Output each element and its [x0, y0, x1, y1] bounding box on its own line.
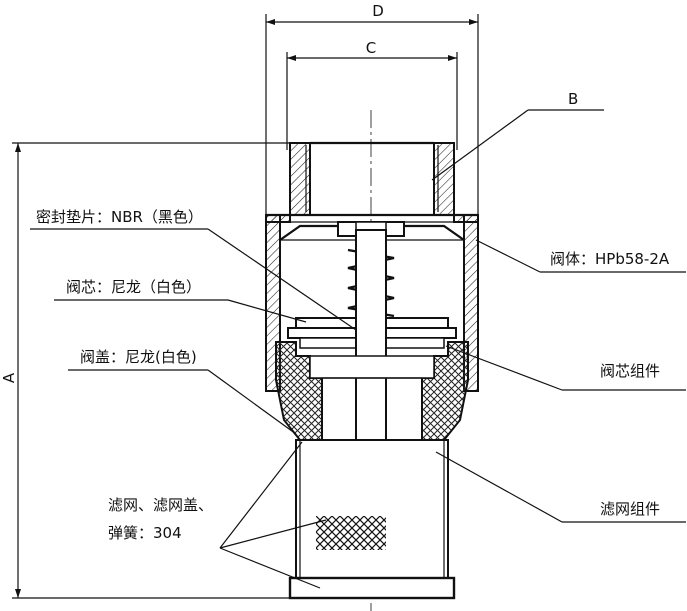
label-valve-cap: 阀盖：尼龙(白色): [80, 348, 197, 366]
label-valve-body: 阀体：HPb58-2A: [550, 250, 670, 268]
dimension-d: D: [265, 2, 479, 220]
label-filter-material-2: 弹簧：304: [108, 524, 182, 542]
dimension-a: A: [0, 142, 290, 599]
label-filter-assembly: 滤网组件: [600, 500, 660, 518]
dimension-a-label: A: [0, 372, 18, 383]
dimension-c: C: [286, 39, 458, 150]
filter-assembly: [288, 439, 456, 600]
label-filter-material-1: 滤网、滤网盖、: [108, 496, 213, 514]
valve-core: [287, 221, 457, 446]
filter-cap: [288, 576, 456, 600]
label-valve-core: 阀芯：尼龙（白色）: [66, 278, 201, 296]
label-valve-core-assembly: 阀芯组件: [600, 362, 660, 380]
leader-lines: [30, 109, 686, 589]
dimension-c-label: C: [366, 39, 376, 57]
label-seal-gasket: 密封垫片：NBR（黑色）: [36, 208, 203, 226]
valve-cap: [275, 341, 469, 441]
label-b: B: [568, 90, 578, 108]
filter-mesh: [316, 516, 386, 550]
dimension-d-label: D: [372, 2, 384, 20]
